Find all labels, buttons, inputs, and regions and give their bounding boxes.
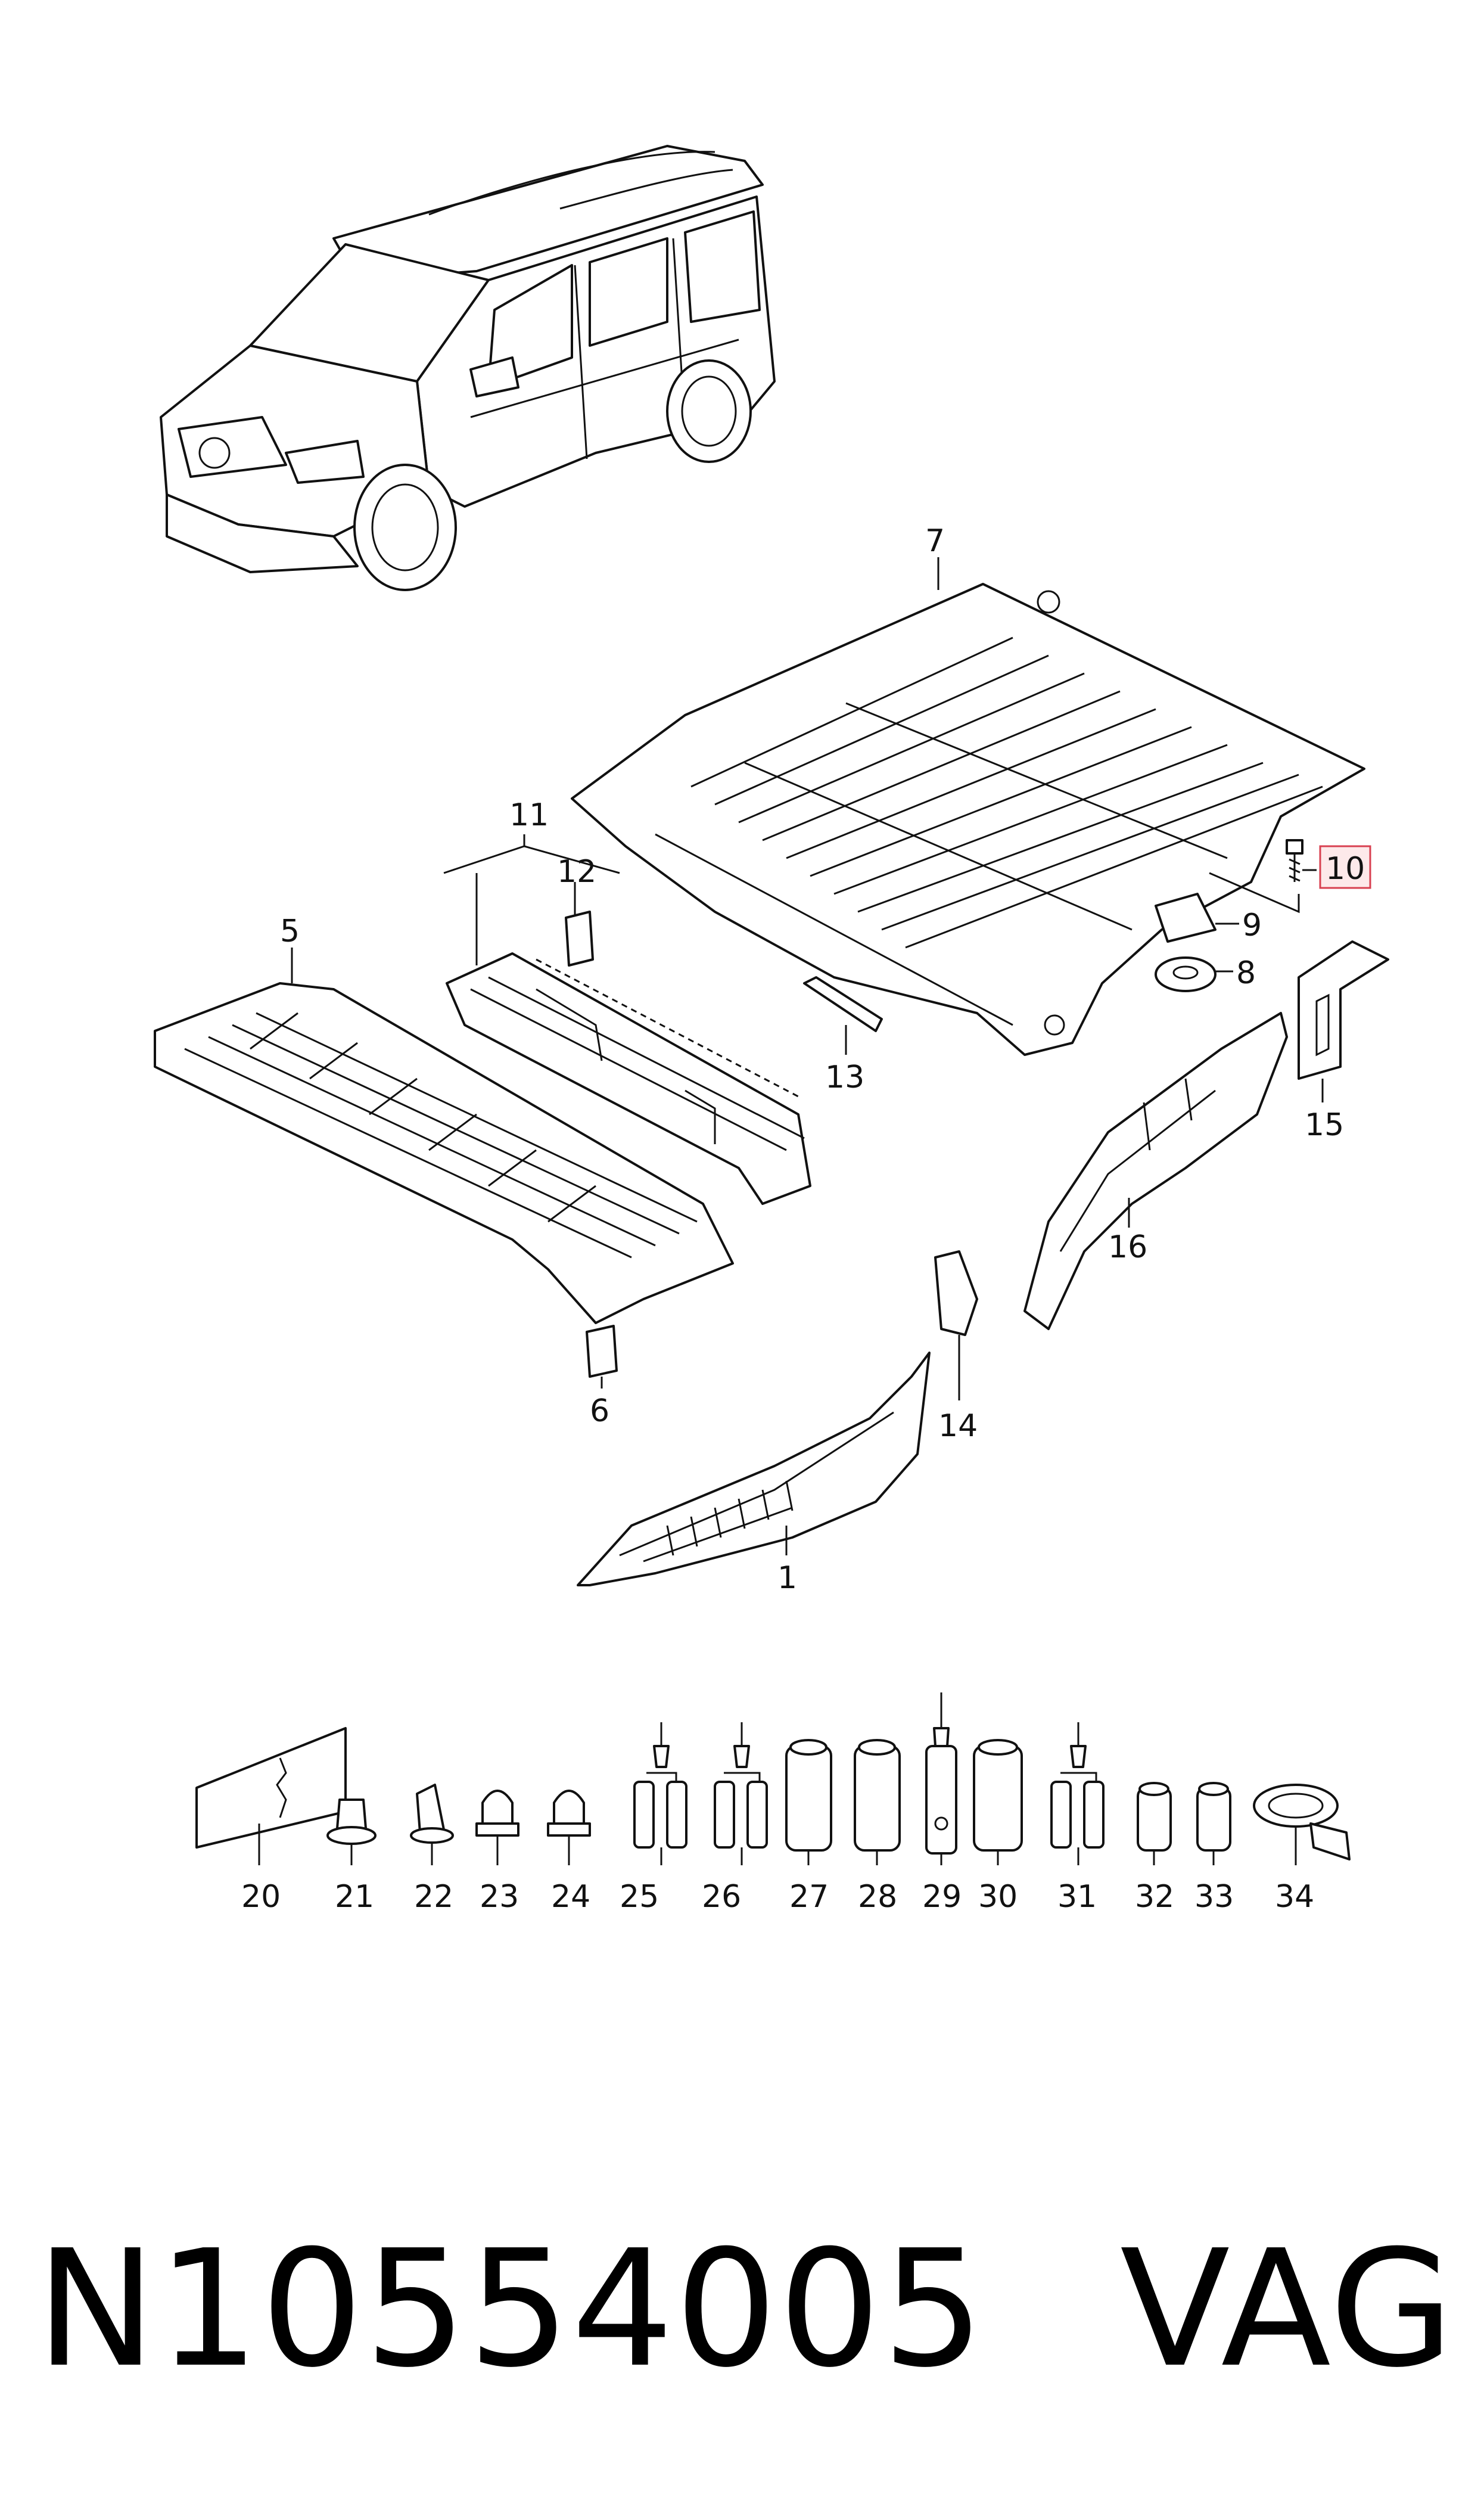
label-29: 29: [922, 1879, 962, 1915]
part-5-front-floor: [154, 948, 734, 1324]
label-33: 33: [1194, 1879, 1234, 1915]
label-21: 21: [335, 1879, 374, 1915]
part-8-grommet: [1155, 956, 1233, 992]
part-11-cross-member: [443, 834, 811, 1205]
callout-14: 14: [938, 1408, 978, 1444]
callout-7: 7: [925, 523, 945, 559]
twin-cartridge-26: [714, 1722, 768, 1865]
label-25: 25: [620, 1879, 659, 1915]
hardware-labels: 20 21 22 23 24 25 26 27 28 29 30 31 32 3…: [241, 1879, 1314, 1915]
callout-6: 6: [590, 1393, 609, 1429]
part-1-side-member: [577, 1352, 931, 1586]
label-28: 28: [858, 1879, 897, 1915]
part-10-highlight-box: [1319, 845, 1371, 889]
part-14-bracket: [934, 1250, 978, 1400]
label-27: 27: [789, 1879, 829, 1915]
twin-cartridge-25: [633, 1722, 687, 1865]
callout-8: 8: [1236, 955, 1256, 991]
callout-10: 10: [1326, 851, 1365, 887]
part-10-screw: [1209, 839, 1371, 914]
part-9-plug: [1155, 893, 1239, 943]
callout-1: 1: [777, 1560, 797, 1596]
part-number-caption: N10554005: [36, 2215, 986, 2403]
part-7-rear-floor-pan: [571, 557, 1365, 1056]
brand-caption: VAG: [1120, 2215, 1455, 2403]
van-illustration: [160, 145, 776, 591]
label-23: 23: [480, 1879, 519, 1915]
callout-12: 12: [557, 854, 596, 890]
label-32: 32: [1135, 1879, 1174, 1915]
hardware-row: [195, 1692, 1351, 1865]
callout-labels: 7 11 12 5 10 9 8 13 15 16 14 6 1: [280, 523, 1365, 1596]
label-26: 26: [702, 1879, 741, 1915]
twin-cartridge-31: [1050, 1722, 1105, 1865]
callout-9: 9: [1242, 908, 1262, 943]
label-22: 22: [414, 1879, 453, 1915]
part-15-bracket: [1298, 940, 1389, 1102]
label-24: 24: [551, 1879, 590, 1915]
callout-13: 13: [825, 1060, 864, 1095]
callout-11: 11: [509, 797, 549, 833]
label-34: 34: [1275, 1879, 1314, 1915]
label-31: 31: [1057, 1879, 1097, 1915]
label-20: 20: [241, 1879, 281, 1915]
callout-5: 5: [280, 914, 300, 949]
label-30: 30: [978, 1879, 1018, 1915]
part-6-bracket: [586, 1325, 618, 1389]
callout-16: 16: [1108, 1229, 1147, 1265]
part-16-wheel-housing: [1023, 1012, 1288, 1330]
part-13-pin: [803, 976, 883, 1055]
callout-15: 15: [1305, 1107, 1344, 1143]
